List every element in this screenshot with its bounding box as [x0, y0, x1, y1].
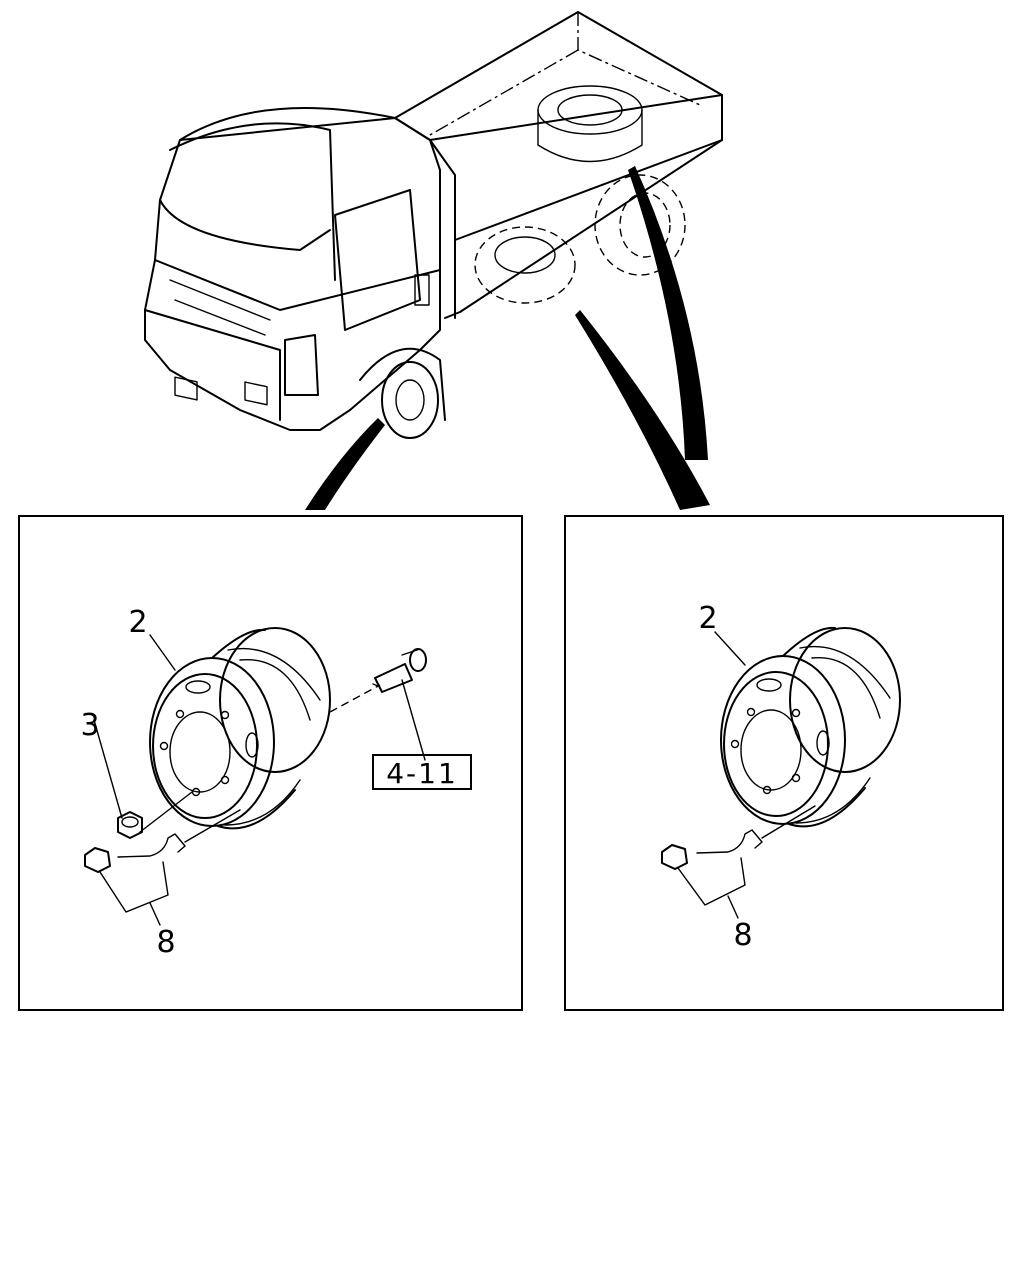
leader-valve-right	[677, 857, 746, 906]
nut-alignment-line	[139, 791, 193, 833]
left-wheel-nut	[117, 811, 143, 839]
leader-valve-tail	[149, 902, 161, 926]
right-valve-stem	[661, 805, 816, 870]
pointer-rear-wheel	[575, 310, 710, 510]
left-wheel-rim	[149, 627, 331, 830]
front-wheel-detail-panel	[18, 515, 523, 1011]
pointer-front-wheel	[305, 418, 385, 510]
left-valve-stem	[84, 809, 241, 873]
reference-box	[372, 754, 472, 790]
callout-wheel-right: 2	[698, 601, 717, 636]
callout-valve: 8	[156, 925, 175, 960]
right-wheel-rim	[720, 626, 901, 828]
leader-reference	[401, 679, 426, 761]
leader-wheel-right	[714, 631, 746, 666]
leader-wheel	[149, 634, 176, 671]
callout-wheel: 2	[128, 605, 147, 640]
rear-wheel-detail-panel	[564, 515, 1004, 1011]
callout-nut: 3	[80, 708, 99, 743]
pointer-rear-wheel-2	[628, 166, 708, 460]
callout-valve-right: 8	[733, 918, 752, 953]
leader-valve-right-tail	[727, 895, 739, 919]
leader-nut	[93, 719, 123, 819]
reference-label: 4-11	[386, 757, 458, 790]
leader-valve	[99, 861, 169, 913]
left-wheel-bolt	[372, 648, 427, 693]
truck-illustration	[144, 11, 723, 439]
